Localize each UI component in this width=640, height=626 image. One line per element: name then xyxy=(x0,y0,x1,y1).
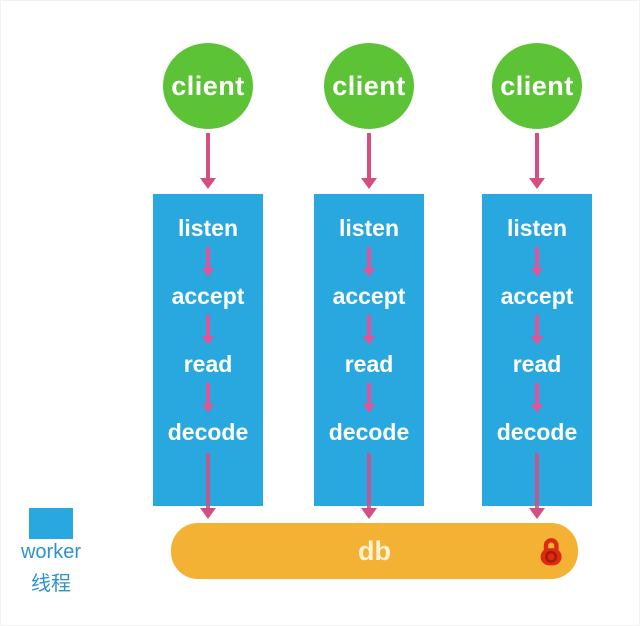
arrow-stem xyxy=(367,453,371,508)
arrow-stem xyxy=(535,247,539,268)
client-label: client xyxy=(171,70,245,101)
client-column-1: client listen accept read decode xyxy=(153,1,263,625)
arrow-stem xyxy=(535,383,539,404)
client-column-2: client listen accept read decode xyxy=(314,1,424,625)
arrow-head xyxy=(200,508,216,519)
step-label: accept xyxy=(171,283,245,309)
client-to-worker-arrow-icon xyxy=(200,133,216,189)
client-to-worker-arrow-icon xyxy=(529,133,545,189)
client-node: client xyxy=(324,43,414,129)
arrow-stem xyxy=(535,315,539,336)
arrow-head xyxy=(363,268,375,277)
step-label: read xyxy=(344,351,394,377)
step-label: accept xyxy=(332,283,406,309)
arrow-stem xyxy=(367,315,371,336)
legend-label-thread: 线程 xyxy=(31,573,71,595)
step-label: decode xyxy=(328,419,410,445)
arrow-head xyxy=(361,508,377,519)
step-arrow-icon xyxy=(361,242,377,282)
arrow-head xyxy=(529,508,545,519)
step-arrow-icon xyxy=(529,310,545,350)
client-node: client xyxy=(492,43,582,129)
arrow-head xyxy=(202,404,214,413)
arrow-head xyxy=(202,336,214,345)
arrow-stem xyxy=(367,247,371,268)
client-column-3: client listen accept read decode xyxy=(482,1,592,625)
step-label: accept xyxy=(500,283,574,309)
step-arrow-icon xyxy=(200,242,216,282)
client-label: client xyxy=(332,70,406,101)
db-bar: db xyxy=(171,523,578,579)
step-label: listen xyxy=(506,215,568,241)
step-label: decode xyxy=(496,419,578,445)
client-to-worker-arrow-icon xyxy=(361,133,377,189)
arrow-stem xyxy=(206,453,210,508)
db-label: db xyxy=(358,535,391,566)
lock-icon xyxy=(540,538,562,566)
step-label: read xyxy=(512,351,562,377)
step-arrow-icon xyxy=(361,310,377,350)
arrow-stem xyxy=(206,247,210,268)
arrow-stem xyxy=(535,133,539,178)
arrow-stem xyxy=(367,383,371,404)
arrow-head xyxy=(529,178,545,189)
step-arrow-icon xyxy=(200,378,216,418)
legend-worker-swatch xyxy=(29,508,73,539)
arrow-stem xyxy=(206,315,210,336)
arrow-head xyxy=(531,268,543,277)
arrow-head xyxy=(363,404,375,413)
arrow-head xyxy=(363,336,375,345)
client-node: client xyxy=(163,43,253,129)
step-arrow-icon xyxy=(529,242,545,282)
step-label: read xyxy=(183,351,233,377)
arrow-head xyxy=(531,336,543,345)
step-label: listen xyxy=(177,215,239,241)
worker-to-db-arrow-icon xyxy=(529,453,545,519)
arrow-stem xyxy=(206,383,210,404)
arrow-stem xyxy=(367,133,371,178)
worker-to-db-arrow-icon xyxy=(361,453,377,519)
worker-to-db-arrow-icon xyxy=(200,453,216,519)
arrow-stem xyxy=(206,133,210,178)
client-label: client xyxy=(500,70,574,101)
step-arrow-icon xyxy=(200,310,216,350)
arrow-head xyxy=(361,178,377,189)
arrow-head xyxy=(531,404,543,413)
arrow-head xyxy=(200,178,216,189)
step-arrow-icon xyxy=(361,378,377,418)
step-arrow-icon xyxy=(529,378,545,418)
arrow-stem xyxy=(535,453,539,508)
legend-label-worker: worker xyxy=(20,541,81,563)
step-label: listen xyxy=(338,215,400,241)
step-label: decode xyxy=(167,419,249,445)
arrow-head xyxy=(202,268,214,277)
